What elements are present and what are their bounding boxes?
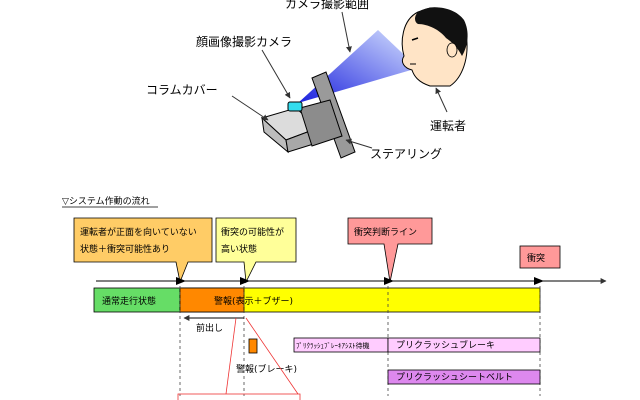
face-camera-label: 顔画像撮影カメラ <box>196 34 292 49</box>
brake-warning-label: 警報(ブレーキ) <box>236 363 297 375</box>
bar-precrash-seatbelt-label: プリクラッシュシートベルト <box>396 372 513 383</box>
leader-driver <box>435 87 448 113</box>
camera-illustration: カメラ撮影範囲 顔画像撮影カメラ コラムカバー 運転者 ステアリング <box>146 0 468 161</box>
bar-precrash-brake: プリクラッシュブレーキ <box>387 337 541 353</box>
red-guide-right <box>245 317 299 395</box>
brake-warning: 警報(ブレーキ) <box>236 338 297 375</box>
bar-normal-driving: 通常走行状態 <box>93 287 181 313</box>
bar-precrash-brake-label: プリクラッシュブレーキ <box>396 339 495 351</box>
axis-marker-driver <box>176 277 186 285</box>
camera-beam <box>298 30 418 103</box>
bar-warning-label: 警報(表示＋ブザー) <box>214 295 293 307</box>
advance-label: 前出し <box>196 322 223 334</box>
face-camera <box>287 101 303 112</box>
axis-marker-collision-possible <box>240 277 250 285</box>
bar-warning: 警報(表示＋ブザー) <box>179 287 541 313</box>
column-box <box>299 99 343 147</box>
driver-head <box>401 7 468 87</box>
callout-collision-text: 衝突 <box>527 252 545 264</box>
steering-label: ステアリング <box>370 147 442 161</box>
callout-driver-not-facing: 運転者が正面を向いていない 状態＋衝突可能性あり <box>73 217 213 284</box>
red-note-box <box>177 393 301 400</box>
bar-brake-assist-standby: ﾌﾟﾘｸﾗｯｼｭﾌﾞﾚｰｷｱｼｽﾄ待機 <box>293 337 389 353</box>
callout-collision-possible: 衝突の可能性が 高い状態 <box>215 217 297 284</box>
red-guide-left <box>225 317 237 395</box>
bar-precrash-seatbelt: プリクラッシュシートベルト <box>387 369 541 385</box>
bar-brake-assist-standby-label: ﾌﾟﾘｸﾗｯｼｭﾌﾞﾚｰｷｱｼｽﾄ待機 <box>296 341 370 350</box>
callout-collision-judgment-line: 衝突判断ライン <box>347 217 433 283</box>
leader-camera-range <box>341 11 352 53</box>
driver-label: 運転者 <box>430 119 466 133</box>
leader-steering <box>345 138 373 149</box>
callout-collision: 衝突 <box>519 245 561 269</box>
axis-marker-collision <box>534 277 544 285</box>
leader-face-camera <box>261 49 291 99</box>
axis-marker-judgment <box>384 277 394 285</box>
callout-collision-possible-line2: 高い状態 <box>221 243 257 255</box>
callout-collision-possible-line1: 衝突の可能性が <box>221 226 284 238</box>
callout-driver-not-facing-line1: 運転者が正面を向いていない <box>80 226 197 238</box>
flow-title: ▽システム作動の流れ <box>62 195 150 207</box>
camera-range-label: カメラ撮影範囲 <box>285 0 369 11</box>
leader-column-cover <box>231 95 269 121</box>
bar-normal-driving-label: 通常走行状態 <box>102 295 156 307</box>
callout-driver-not-facing-line2: 状態＋衝突可能性あり <box>80 243 170 255</box>
advance-indicator: 前出し <box>183 315 244 334</box>
brake-warning-marker <box>248 338 258 354</box>
column-cover-label: コラムカバー <box>146 83 218 97</box>
system-flow: ▽システム作動の流れ 運転者が正面を向いていない 状態＋衝突可能性あり 衝突の可… <box>62 195 607 400</box>
callout-collision-judgment-text: 衝突判断ライン <box>354 226 417 238</box>
